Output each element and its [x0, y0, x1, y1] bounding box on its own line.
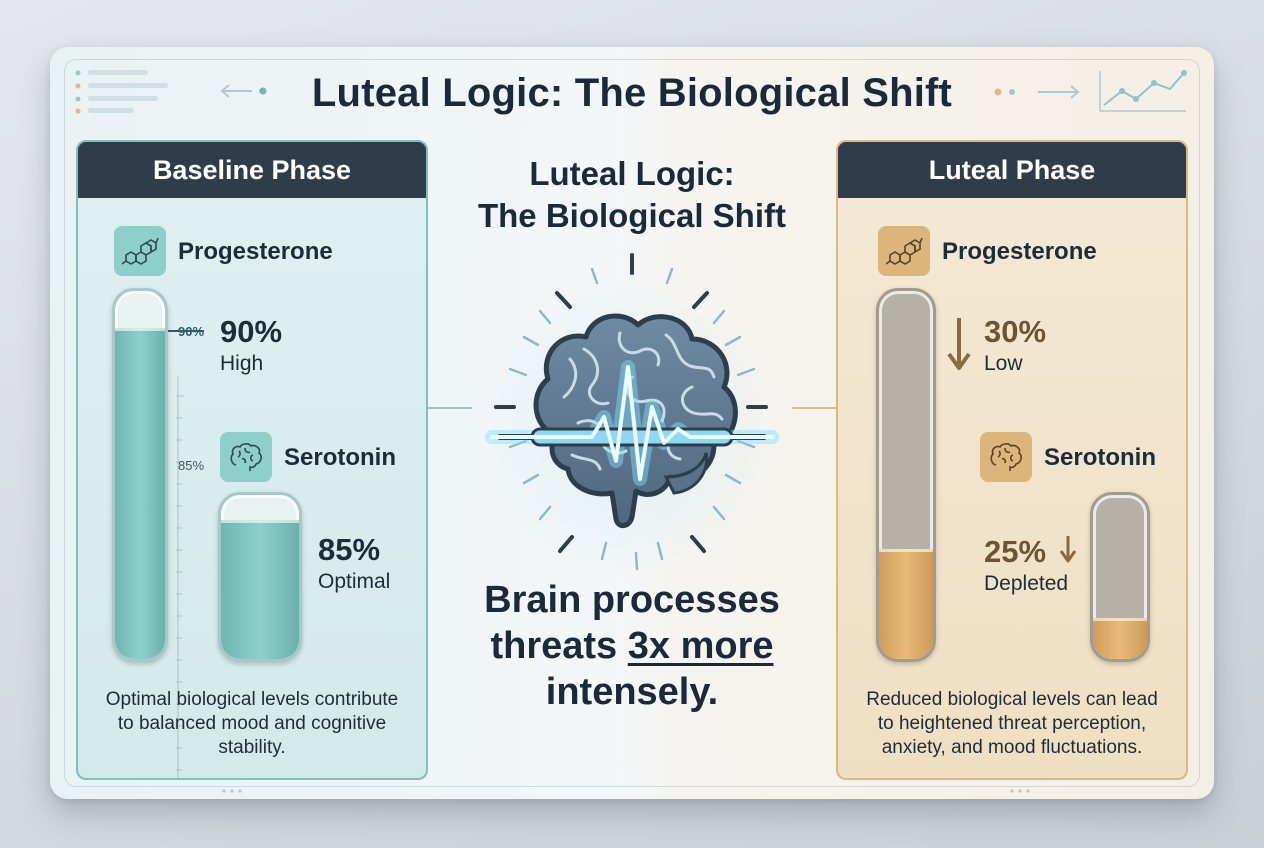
luteal-progesterone-tube [876, 288, 936, 662]
baseline-caption: Optimal biological levels contribute to … [105, 689, 399, 758]
claim-text-start: Brain processes threats [484, 579, 780, 667]
right-connector [792, 407, 836, 409]
baseline-progesterone-value: 90% [220, 314, 283, 349]
decor-trend-chart-icon [994, 70, 1187, 112]
baseline-panel: Baseline Phase Progesterone [76, 140, 428, 780]
luteal-progesterone-status: Low [984, 352, 1023, 375]
tick-marker-90 [156, 330, 204, 332]
card-frame [64, 59, 1200, 787]
decor-dot-icon [259, 87, 267, 95]
luteal-serotonin-value: 25% [984, 534, 1047, 569]
brain-icon [220, 432, 272, 482]
page-title: Luteal Logic: The Biological Shift [311, 71, 953, 115]
infographic-card: Luteal Logic: The Biological Shift Basel… [50, 47, 1214, 799]
luteal-caption: Reduced biological levels can lead to he… [866, 689, 1158, 758]
luteal-serotonin-tube [1090, 492, 1150, 662]
luteal-serotonin-status: Depleted [984, 572, 1069, 595]
brain-icon [980, 432, 1032, 482]
baseline-serotonin-status: Optimal [318, 570, 391, 593]
center-title-line1: Luteal Logic: [529, 155, 735, 192]
level-scale [176, 376, 184, 778]
baseline-serotonin-tube [218, 492, 302, 662]
baseline-header: Baseline Phase [78, 142, 426, 198]
left-connector [428, 407, 472, 409]
luteal-serotonin-fill [1093, 618, 1147, 659]
center-claim: Brain processes threats 3x more intensel… [470, 577, 794, 715]
progesterone-label: Progesterone [942, 238, 1097, 265]
molecule-icon [114, 226, 166, 276]
luteal-header: Luteal Phase [838, 142, 1186, 198]
claim-text-end: intensely. [545, 671, 719, 713]
progesterone-label: Progesterone [178, 238, 333, 265]
arrow-down-icon [947, 318, 971, 370]
center-title-line2: The Biological Shift [477, 197, 786, 234]
arrow-down-small-icon [1059, 536, 1077, 563]
decor-dots-icon [222, 789, 242, 793]
baseline-serotonin-value: 85% [318, 532, 381, 567]
center-title: Luteal Logic: The Biological Shift [470, 153, 794, 237]
decor-dots-icon [1010, 789, 1030, 793]
baseline-serotonin-fill [221, 519, 299, 659]
luteal-progesterone-fill [879, 548, 933, 659]
baseline-progesterone-fill [115, 327, 165, 659]
molecule-icon [878, 226, 930, 276]
serotonin-label: Serotonin [1044, 444, 1156, 471]
luteal-progesterone-value: 30% [984, 314, 1047, 349]
baseline-progesterone-status: High [220, 352, 264, 375]
serotonin-label: Serotonin [284, 444, 396, 471]
tick-label-85: 85% [178, 458, 205, 473]
brain-pulse-icon [482, 253, 782, 572]
baseline-progesterone-tube [112, 288, 168, 662]
claim-highlight: 3x more [627, 625, 774, 667]
luteal-panel: Luteal Phase Progesterone 30% Low [836, 140, 1188, 780]
brain-illustration [452, 247, 812, 587]
